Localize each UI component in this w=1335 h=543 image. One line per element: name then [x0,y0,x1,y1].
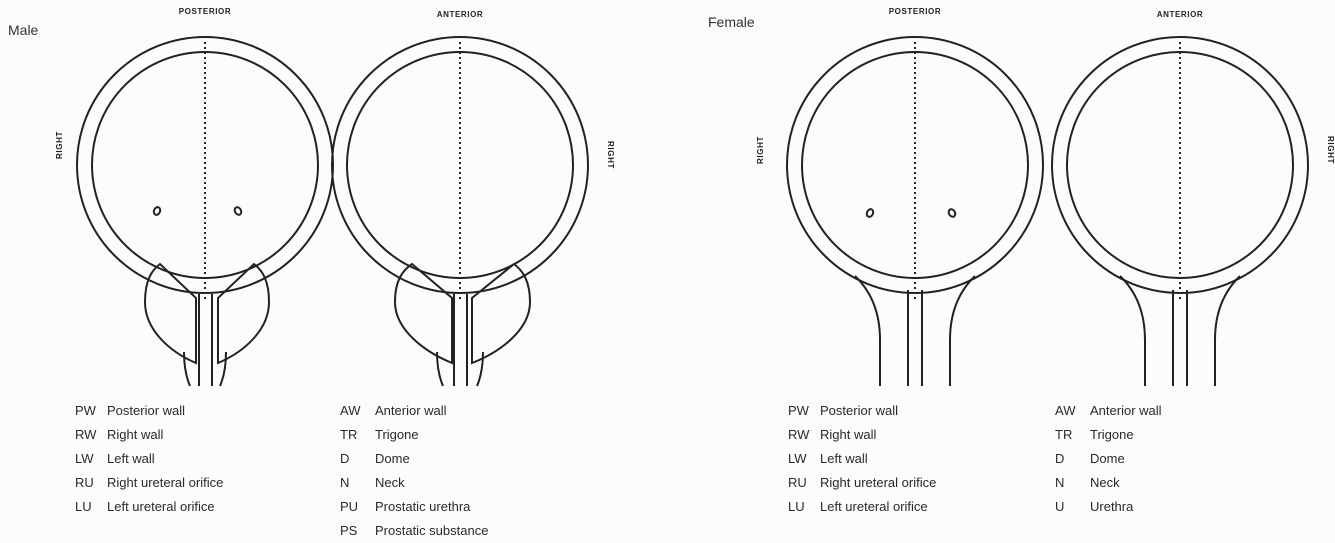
legend-description: Left wall [107,447,155,471]
legend-description: Left wall [820,447,868,471]
legend-description: Right wall [820,423,876,447]
legend-code: LU [788,495,820,519]
female-anterior-bladder [1052,37,1308,386]
legend-description: Prostatic urethra [375,495,470,519]
legend-description: Anterior wall [375,399,447,423]
legend-code: D [340,447,375,471]
legend-description: Dome [1090,447,1125,471]
legend-description: Trigone [375,423,419,447]
legend-code: RU [75,471,107,495]
legend-code: U [1055,495,1090,519]
legend-code: LU [75,495,107,519]
legend-code: TR [1055,423,1090,447]
legend-code: TR [340,423,375,447]
male-anterior-prostate-left [472,264,530,363]
legend-code: LW [788,447,820,471]
male-posterior-label: POSTERIOR [179,7,232,16]
legend-description: Prostatic substance [375,519,488,543]
legend-description: Left ureteral orifice [107,495,215,519]
legend-code: D [1055,447,1090,471]
male-right-ureteral-orifice [153,206,162,216]
legend-code: AW [340,399,375,423]
female-posterior-outer-wall [787,37,1043,293]
female-anterior-inner-wall [1067,52,1293,278]
female-right-label-posterior: RIGHT [756,136,765,164]
female-urethra-outer-right [855,276,880,386]
legend-code: PW [75,399,107,423]
legend-code: PU [340,495,375,519]
male-right-label-anterior: RIGHT [606,141,615,169]
legend-code: LW [75,447,107,471]
legend-description: Neck [1090,471,1120,495]
legend-description: Trigone [1090,423,1134,447]
female-posterior-label: POSTERIOR [889,7,942,16]
legend-code: RW [788,423,820,447]
male-title: Male [8,22,38,38]
male-anterior-bladder [332,37,588,386]
female-posterior-inner-wall [802,52,1028,278]
female-anterior-label: ANTERIOR [1157,10,1204,19]
male-posterior-bladder [77,37,333,386]
legend-description: Posterior wall [107,399,185,423]
female-right-ureteral-orifice [866,208,875,218]
female-diagram [787,37,1308,386]
male-left-ureteral-orifice [233,206,242,216]
male-prostate-right-lobe [145,264,196,363]
legend-description: Right wall [107,423,163,447]
legend-description: Anterior wall [1090,399,1162,423]
legend-description: Right ureteral orifice [107,471,223,495]
legend-code: PW [788,399,820,423]
male-anterior-outer-wall [332,37,588,293]
legend-description: Left ureteral orifice [820,495,928,519]
legend-code: PS [340,519,375,543]
female-right-label-anterior: RIGHT [1326,136,1335,164]
male-posterior-inner-wall [92,52,318,278]
male-anterior-inner-wall [347,52,573,278]
legend-description: Urethra [1090,495,1133,519]
female-posterior-bladder [787,37,1043,386]
legend-description: Dome [375,447,410,471]
male-anterior-label: ANTERIOR [437,10,484,19]
legend-code: N [1055,471,1090,495]
male-diagram [77,37,588,386]
legend-code: N [340,471,375,495]
male-posterior-outer-wall [77,37,333,293]
female-title: Female [708,14,755,30]
female-left-ureteral-orifice [947,208,956,218]
legend-code: RW [75,423,107,447]
male-right-label-posterior: RIGHT [55,131,64,159]
legend-description: Posterior wall [820,399,898,423]
female-urethra-outer-left [950,276,975,386]
legend-code: AW [1055,399,1090,423]
legend-code: RU [788,471,820,495]
legend-description: Neck [375,471,405,495]
legend-description: Right ureteral orifice [820,471,936,495]
female-anterior-outer-wall [1052,37,1308,293]
